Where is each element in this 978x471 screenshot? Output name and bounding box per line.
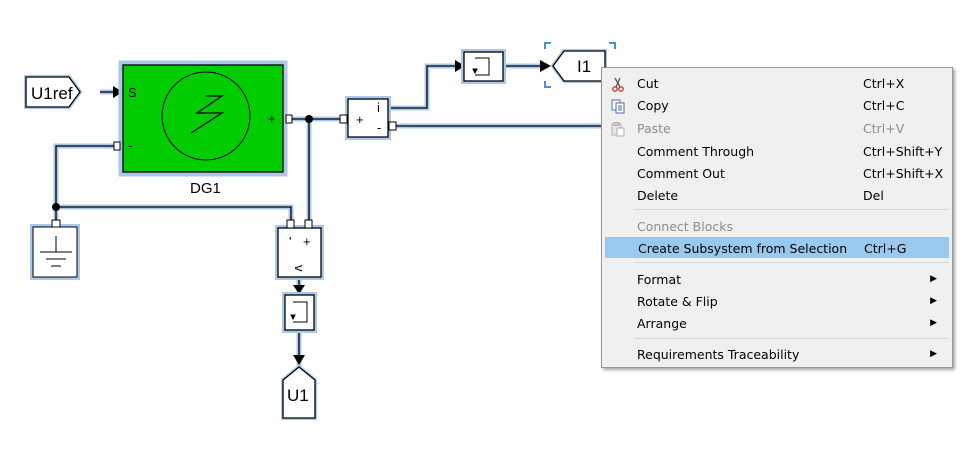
menu-label: Create Subsystem from Selection [638,241,848,256]
i1-goto-block[interactable]: I1 [544,42,616,88]
current-sensor-minus: - [377,120,381,135]
context-menu: Cut Ctrl+X Copy Ctrl+C Paste Ctrl+V Comm… [601,67,953,368]
ground-block[interactable] [30,219,80,280]
dg1-label: DG1 [190,180,221,197]
current-measurement-block[interactable]: + i - [339,96,397,140]
menu-item-delete[interactable]: Delete Del [605,185,949,206]
voltage-sensor-plus: + [303,234,311,249]
ps-simulink-converter-bottom[interactable] [282,292,317,333]
menu-item-copy[interactable]: Copy Ctrl+C [605,95,949,116]
menu-label: Requirements Traceability [637,347,800,362]
menu-label: Cut [637,76,659,91]
dg1-port-s: S [128,85,137,100]
current-sensor-plus: + [356,112,364,127]
menu-item-cut[interactable]: Cut Ctrl+X [605,73,949,94]
menu-shortcut: Ctrl+V [863,121,905,136]
menu-shortcut: Del [863,188,884,203]
menu-item-paste[interactable]: Paste Ctrl+V [605,118,949,139]
submenu-arrow-icon: ▶ [930,274,937,284]
menu-label: Delete [637,188,679,203]
submenu-arrow-icon: ▶ [930,296,937,306]
menu-separator [634,209,949,210]
menu-label: Comment Out [637,166,725,181]
dg1-port-plus: + [268,111,276,126]
u1ref-label: U1ref [31,84,73,103]
voltage-sensor-minus: ' [289,234,291,249]
menu-item-create-subsystem[interactable]: Create Subsystem from Selection Ctrl+G [605,237,949,258]
wire-arrowheads [113,60,551,365]
menu-label: Copy [637,98,669,113]
menu-label: Rotate & Flip [637,294,718,309]
voltage-measurement-block[interactable]: ' + v [275,219,324,280]
u1-goto-block[interactable]: U1 [281,364,317,420]
current-sensor-i: i [377,100,380,115]
junction-dot [52,203,60,211]
selection-corner-marks [544,42,616,88]
menu-shortcut: Ctrl+Shift+X [863,166,944,181]
ps-simulink-converter-top[interactable] [461,49,506,84]
menu-separator [634,338,949,339]
wires[interactable] [55,65,620,355]
paste-icon [611,122,625,137]
dg1-source-block[interactable]: S - + DG1 [113,60,293,197]
ground-icon [40,236,72,267]
submenu-arrow-icon: ▶ [930,318,937,328]
menu-label: Comment Through [637,144,755,159]
menu-item-requirements-traceability[interactable]: Requirements Traceability ▶ [605,344,949,365]
scissors-icon [612,77,624,92]
menu-label: Paste [637,121,671,136]
sine-wave-icon [190,95,225,134]
menu-item-comment-through[interactable]: Comment Through Ctrl+Shift+Y [605,141,949,162]
dg1-port-minus: - [128,138,132,153]
submenu-arrow-icon: ▶ [930,349,937,359]
u1-label: U1 [287,386,309,405]
menu-item-arrange[interactable]: Arrange ▶ [605,313,949,334]
i1-label: I1 [577,57,591,76]
menu-label: Format [637,272,682,287]
converter-icon [290,301,308,323]
menu-shortcut: Ctrl+Shift+Y [863,144,943,159]
menu-item-connect-blocks[interactable]: Connect Blocks [605,216,949,237]
conn-port-icon [113,114,293,151]
converter-icon [472,57,490,76]
menu-shortcut: Ctrl+G [864,241,907,256]
menu-item-rotate-flip[interactable]: Rotate & Flip ▶ [605,291,949,312]
menu-item-comment-out[interactable]: Comment Out Ctrl+Shift+X [605,163,949,184]
ac-source-icon [161,71,251,161]
junction-dot [305,115,313,123]
menu-label: Arrange [637,316,687,331]
voltage-sensor-v: v [292,265,307,272]
u1ref-from-block[interactable]: U1ref [24,75,83,109]
menu-shortcut: Ctrl+X [863,76,905,91]
menu-separator [634,262,949,263]
menu-shortcut: Ctrl+C [863,98,905,113]
copy-icon [611,99,625,114]
menu-label: Connect Blocks [637,219,733,234]
menu-item-format[interactable]: Format ▶ [605,269,949,290]
